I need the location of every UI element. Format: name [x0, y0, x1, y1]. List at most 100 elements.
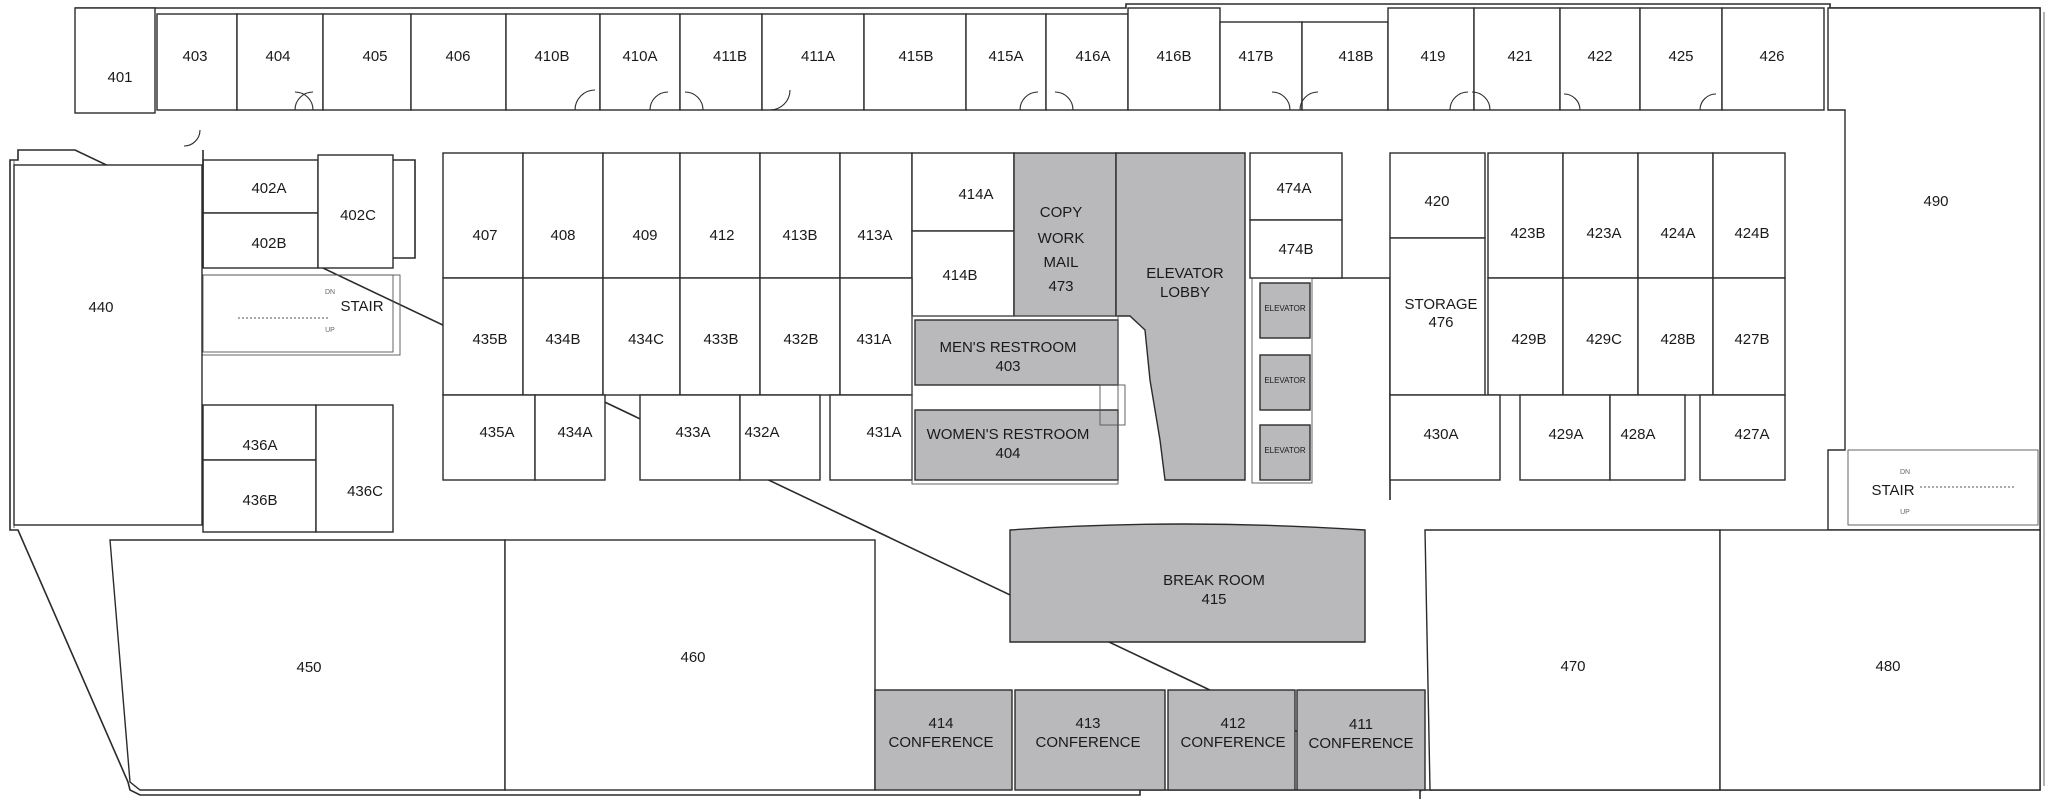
label-storage: STORAGE [1404, 296, 1477, 313]
label-412: 412 [709, 227, 734, 244]
room-433b [679, 277, 761, 396]
label-403-restroom: 403 [995, 358, 1020, 375]
room-413a [839, 152, 913, 279]
room-414b [911, 230, 1015, 317]
label-403: 403 [182, 48, 207, 65]
room-427a [1699, 394, 1786, 481]
label-436c: 436C [347, 483, 383, 500]
room-426 [1721, 7, 1825, 111]
block-402 [199, 150, 416, 356]
label-435a: 435A [479, 424, 514, 441]
room-408 [522, 152, 604, 279]
room-428b [1637, 277, 1714, 396]
door-swings-top [183, 89, 1717, 147]
room-423b [1487, 152, 1564, 279]
label-435b: 435B [472, 331, 507, 348]
label-stair-right: STAIR [1871, 482, 1914, 499]
label-421: 421 [1507, 48, 1532, 65]
label-436b: 436B [242, 492, 277, 509]
label-womens: WOMEN'S RESTROOM [927, 426, 1090, 443]
label-474b: 474B [1278, 241, 1313, 258]
room-434a [534, 394, 606, 481]
room-440 [13, 164, 203, 526]
label-422: 422 [1587, 48, 1612, 65]
room-480 [1719, 529, 2041, 791]
label-476: 476 [1428, 314, 1453, 331]
storage-476 [1389, 237, 1486, 396]
label-stair-left: STAIR [340, 298, 383, 315]
room-436c [315, 404, 394, 533]
core [911, 152, 1246, 485]
label-434b: 434B [545, 331, 580, 348]
room-418b [1301, 21, 1389, 111]
label-405: 405 [362, 48, 387, 65]
label-conf-414-num: 414 [928, 715, 953, 732]
label-428b: 428B [1660, 331, 1695, 348]
label-407: 407 [472, 227, 497, 244]
label-431a-upper: 431A [856, 331, 891, 348]
room-403 [156, 13, 238, 111]
room-411a [761, 13, 865, 111]
label-431a-lower: 431A [866, 424, 901, 441]
room-423a [1562, 152, 1639, 279]
room-436b [202, 459, 317, 533]
label-413a: 413A [857, 227, 892, 244]
label-conf-413-num: 413 [1075, 715, 1100, 732]
label-elevator-lobby-2: LOBBY [1160, 284, 1210, 301]
room-401 [74, 7, 156, 114]
label-402b: 402B [251, 235, 286, 252]
label-420: 420 [1424, 193, 1449, 210]
labels: 401 403 404 405 406 410B 410A 411B 411A … [88, 48, 1948, 752]
label-423b: 423B [1510, 225, 1545, 242]
label-402c: 402C [340, 207, 376, 224]
label-break-room: BREAK ROOM [1163, 572, 1265, 589]
label-436a: 436A [242, 437, 277, 454]
label-434c: 434C [628, 331, 664, 348]
label-423a: 423A [1586, 225, 1621, 242]
label-410a: 410A [622, 48, 657, 65]
label-429a: 429A [1548, 426, 1583, 443]
label-480: 480 [1875, 658, 1900, 675]
room-474b [1249, 219, 1343, 279]
label-433a: 433A [675, 424, 710, 441]
label-404: 404 [265, 48, 290, 65]
label-413b: 413B [782, 227, 817, 244]
label-conf-411: CONFERENCE [1308, 735, 1413, 752]
room-410b [505, 13, 601, 111]
label-stair-left-up: UP [325, 327, 335, 334]
room-407 [442, 152, 524, 279]
label-conf-412: CONFERENCE [1180, 734, 1285, 751]
room-405 [322, 13, 412, 111]
label-427b: 427B [1734, 331, 1769, 348]
room-413b [759, 152, 841, 279]
elevator-3 [1259, 424, 1311, 481]
label-conf-411-num: 411 [1349, 716, 1373, 733]
label-402a: 402A [251, 180, 286, 197]
label-conf-412-num: 412 [1220, 715, 1245, 732]
label-elevator-lobby-1: ELEVATOR [1146, 265, 1224, 282]
elevator-lobby [1115, 152, 1246, 481]
label-416a: 416A [1075, 48, 1110, 65]
label-415-break: 415 [1201, 591, 1226, 608]
room-422 [1559, 7, 1641, 111]
room-416a [1045, 13, 1129, 111]
label-411a: 411A [801, 48, 835, 65]
bottom-rooms [109, 529, 2041, 791]
elevator-2 [1259, 354, 1311, 411]
room-420 [1389, 152, 1486, 239]
label-conf-413: CONFERENCE [1035, 734, 1140, 751]
label-427a: 427A [1734, 426, 1769, 443]
label-460: 460 [680, 649, 705, 666]
label-490: 490 [1923, 193, 1948, 210]
label-elevator-3: ELEVATOR [1264, 446, 1306, 455]
label-conf-414: CONFERENCE [888, 734, 993, 751]
room-432a [739, 394, 821, 481]
room-429c [1562, 277, 1639, 396]
label-411b: 411B [713, 48, 747, 65]
conference-412 [1167, 689, 1296, 791]
room-430a [1389, 394, 1501, 481]
label-404-restroom: 404 [995, 445, 1020, 462]
room-434b [522, 277, 604, 396]
label-417b: 417B [1238, 48, 1273, 65]
label-work: WORK [1038, 230, 1085, 247]
